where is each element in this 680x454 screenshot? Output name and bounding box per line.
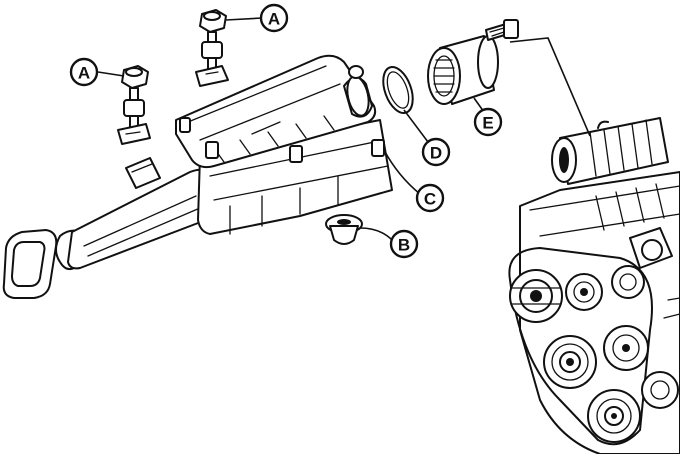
leader-e-to-hose (509, 37, 591, 137)
intake-hose (551, 117, 669, 185)
leader-a2 (97, 71, 125, 77)
engine-block (508, 171, 680, 454)
intake-snorkel (2, 157, 221, 299)
callout-c: C (415, 183, 445, 213)
svg-text:E: E (482, 114, 493, 133)
pulley-water-pump (603, 325, 649, 371)
leader-d (403, 109, 429, 143)
grommet (325, 214, 363, 245)
svg-text:C: C (424, 190, 436, 209)
mount-stud-left (117, 65, 151, 145)
air-cleaner-housing (175, 54, 393, 235)
svg-text:A: A (78, 64, 90, 83)
leader-a1 (225, 17, 263, 21)
leader-b (359, 227, 393, 241)
callout-e: E (473, 107, 503, 137)
pulley-power-steering (641, 371, 679, 409)
callout-b: B (389, 229, 419, 259)
pulley-crankshaft (587, 389, 641, 443)
pulley-upper (509, 269, 563, 323)
mount-stud-upper (195, 9, 229, 87)
callout-d: D (421, 137, 451, 167)
pulley-tensioner (611, 265, 645, 299)
callout-a-left: A (69, 57, 99, 87)
callout-a-upper: A (259, 3, 289, 33)
leader-c (383, 149, 421, 195)
air-mass-sensor (427, 19, 519, 105)
pulley-idler (565, 273, 603, 311)
svg-text:B: B (398, 236, 410, 255)
pulley-alternator (543, 335, 597, 389)
svg-text:A: A (268, 10, 280, 29)
svg-text:D: D (430, 144, 442, 163)
fan-hub (629, 227, 680, 319)
seal-ring (382, 66, 414, 114)
